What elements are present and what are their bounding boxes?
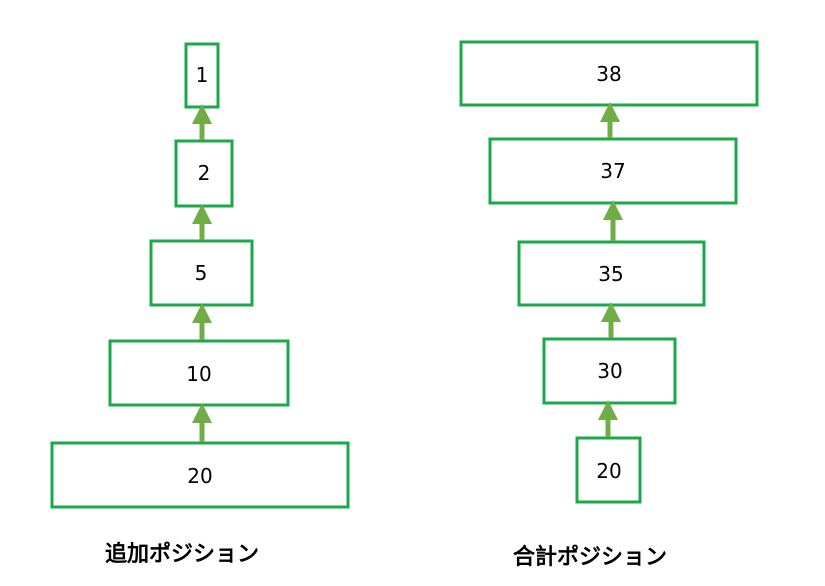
right-box-30	[542, 337, 677, 405]
left-column-caption: 追加ポジション	[105, 542, 260, 567]
left-box-20-label: 20	[187, 464, 212, 488]
left-column: 1 2 5 10 20	[50, 42, 350, 509]
right-box-35	[517, 240, 706, 307]
left-box-1-label: 1	[196, 63, 209, 87]
left-box-2-label: 2	[198, 161, 211, 185]
right-box-35-label: 35	[598, 262, 623, 286]
right-box-20-label: 20	[596, 459, 621, 483]
left-box-10	[108, 339, 290, 407]
right-box-38-label: 38	[596, 62, 621, 86]
right-box-30-label: 30	[597, 359, 622, 383]
right-column: 38 37 35 30 20	[459, 40, 759, 504]
right-box-20	[575, 436, 642, 504]
left-box-5-label: 5	[195, 261, 208, 285]
right-box-38	[459, 40, 759, 107]
left-box-10-label: 10	[186, 362, 211, 386]
right-box-37-label: 37	[600, 159, 625, 183]
right-column-caption: 合計ポジション	[513, 545, 668, 570]
right-box-37	[488, 137, 738, 205]
left-box-20	[50, 441, 350, 509]
